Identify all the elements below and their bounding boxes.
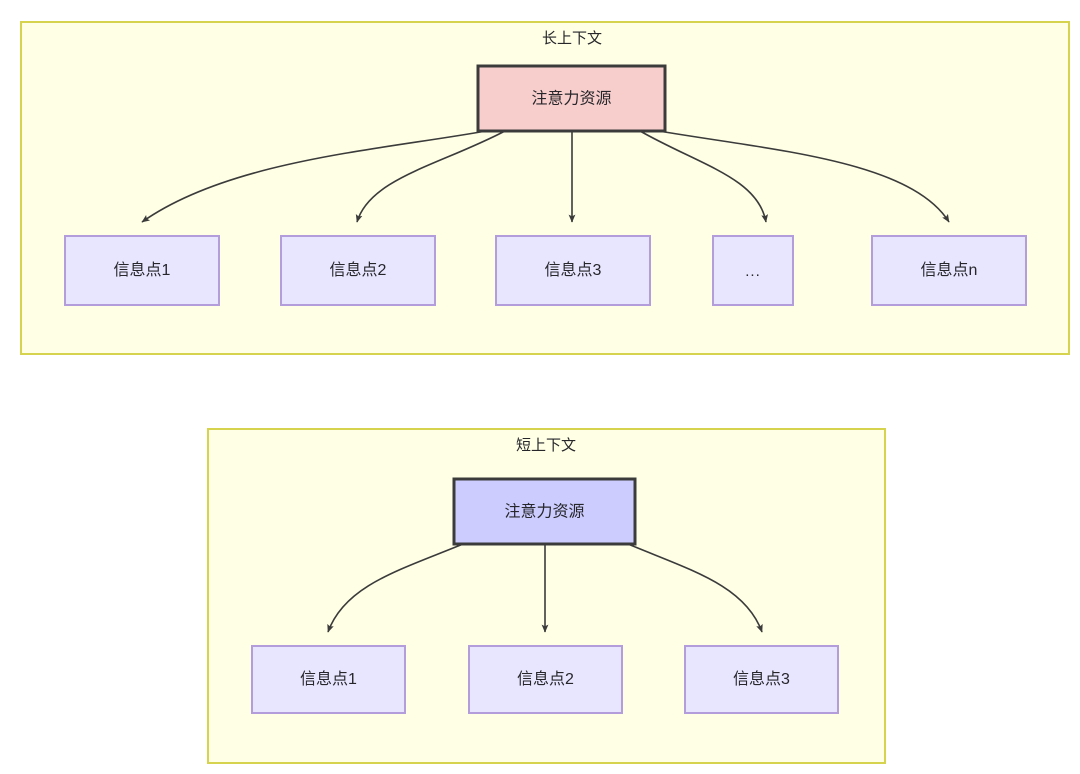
node-info-point-1-short[interactable]: 信息点1 xyxy=(251,645,406,714)
node-info-point-ellipsis-long[interactable]: ... xyxy=(712,235,794,306)
edge-root-to-leaf-4 xyxy=(639,130,769,223)
node-info-point-1-long-label: 信息点1 xyxy=(114,261,171,279)
node-info-point-n-long-rect[interactable] xyxy=(871,235,1027,306)
edge-root-to-leaf-1 xyxy=(141,130,487,223)
node-info-point-ellipsis-long-rect[interactable] xyxy=(712,235,794,306)
node-info-point-1-short-label: 信息点1 xyxy=(300,670,357,688)
node-attention-resource-short[interactable]: 注意力资源 xyxy=(452,477,637,546)
node-info-point-2-short-rect[interactable] xyxy=(468,645,623,714)
node-attention-resource-long[interactable]: 注意力资源 xyxy=(476,64,667,133)
panel-long-context: 长上下文 注意力资源 信息点1 信息点2 信 xyxy=(20,21,1070,355)
panel-title-long-context: 长上下文 xyxy=(542,30,602,47)
edge-root-to-leaf-1-short xyxy=(327,543,464,633)
node-info-point-1-long[interactable]: 信息点1 xyxy=(64,235,220,306)
node-attention-resource-short-rect[interactable] xyxy=(452,477,637,546)
node-info-point-2-short-label: 信息点2 xyxy=(517,670,574,688)
node-info-point-n-long-label: 信息点n xyxy=(921,261,978,279)
edge-root-to-leaf-5 xyxy=(658,130,950,223)
node-attention-resource-long-rect[interactable] xyxy=(476,64,667,133)
node-info-point-2-short[interactable]: 信息点2 xyxy=(468,645,623,714)
node-info-point-3-long-rect[interactable] xyxy=(495,235,651,306)
panel-short-context: 短上下文 注意力资源 信息点1 信息点2 信息点3 xyxy=(207,428,886,764)
edge-root-to-leaf-2 xyxy=(355,130,506,223)
panel-title-short-context: 短上下文 xyxy=(516,437,576,454)
node-attention-resource-short-label: 注意力资源 xyxy=(504,502,584,521)
node-info-point-3-long-label: 信息点3 xyxy=(545,261,602,279)
node-info-point-1-long-rect[interactable] xyxy=(64,235,220,306)
node-info-point-3-short-rect[interactable] xyxy=(684,645,839,714)
node-info-point-3-short-label: 信息点3 xyxy=(733,670,790,688)
node-attention-resource-long-label: 注意力资源 xyxy=(531,89,611,108)
node-info-point-2-long-label: 信息点2 xyxy=(330,261,387,279)
node-info-point-2-long[interactable]: 信息点2 xyxy=(280,235,436,306)
edge-root-to-leaf-3-short xyxy=(627,543,763,633)
node-info-point-3-short[interactable]: 信息点3 xyxy=(684,645,839,714)
node-info-point-ellipsis-long-label: ... xyxy=(745,263,761,280)
node-info-point-1-short-rect[interactable] xyxy=(251,645,406,714)
node-info-point-3-long[interactable]: 信息点3 xyxy=(495,235,651,306)
node-info-point-n-long[interactable]: 信息点n xyxy=(871,235,1027,306)
node-info-point-2-long-rect[interactable] xyxy=(280,235,436,306)
